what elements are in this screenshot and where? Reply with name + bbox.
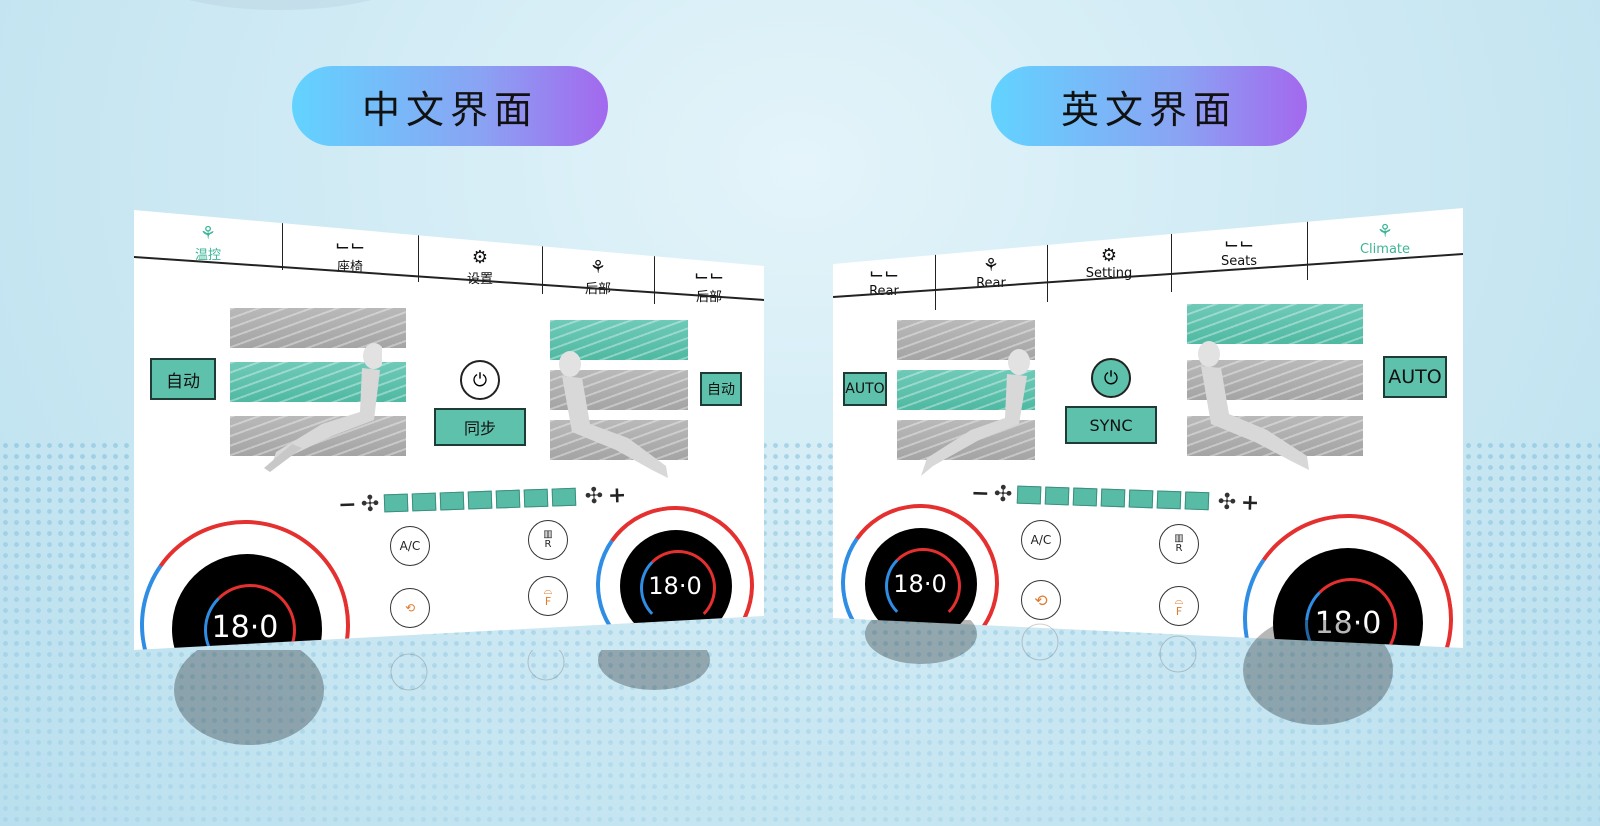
front-defrost-button[interactable]: ⌓F [528, 576, 568, 616]
ac-button[interactable]: A/C [1021, 520, 1061, 560]
temp-dial-right-inner-arc [1305, 578, 1397, 648]
fan-level-segment[interactable] [467, 490, 493, 510]
fan-level-segment[interactable] [411, 492, 437, 512]
temp-right-value: 18·0 [1314, 606, 1382, 641]
fan-plus-button[interactable]: + [1240, 489, 1260, 516]
fan-level-segment[interactable] [551, 487, 577, 507]
tab-settings[interactable]: ⚙ 设置 [418, 234, 543, 294]
tab-rear-seats[interactable]: ⌙⌙ Rear [833, 250, 936, 310]
rear-defrost-label: R [1175, 543, 1183, 554]
seat-figure-right [559, 351, 668, 478]
front-defrost-label: F [544, 595, 552, 608]
settings-icon: ⚙ [1100, 245, 1118, 266]
fan-level-segment[interactable] [523, 488, 549, 508]
temp-dial-right[interactable]: 18·0 [1226, 497, 1463, 648]
rear-person-icon: ⚘ [982, 255, 1000, 276]
tab-setting[interactable]: ⚙ Setting [1047, 232, 1172, 292]
rear-seats-icon: ⌙⌙ [868, 263, 900, 284]
background-ellipse [150, 0, 410, 10]
climate-screen-chinese: ⚘ 温控 ⌙⌙ 座椅 ⚙ 设置 ⚘ 后部 ⌙⌙ 后部 自动 [134, 210, 764, 650]
settings-icon: ⚙ [471, 247, 489, 268]
fan-minus-button[interactable]: − [970, 480, 990, 507]
tab-bar: ⚘ 温控 ⌙⌙ 座椅 ⚙ 设置 ⚘ 后部 ⌙⌙ 后部 [134, 210, 764, 305]
auto-button-right[interactable]: 自动 [700, 372, 742, 406]
power-icon: ⏻ [472, 369, 488, 391]
tab-rear[interactable]: ⚘ 后部 [542, 244, 655, 304]
temp-dial-left-inner-arc [885, 548, 961, 624]
fan-speed-control: − ✣ ✣ + [337, 482, 627, 518]
fan-plus-button[interactable]: + [607, 482, 627, 509]
header-english-ui: 英文界面 [991, 66, 1307, 146]
power-button[interactable]: ⏻ [1091, 358, 1131, 398]
fan-high-icon: ✣ [584, 483, 604, 509]
temp-left-value: 18·0 [211, 610, 279, 645]
sync-button[interactable]: SYNC [1065, 406, 1157, 444]
rear-defrost-button[interactable]: ▥R [1159, 524, 1199, 564]
recirculation-icon: ⟲ [1034, 590, 1048, 610]
tab-climate[interactable]: ⚘ 温控 [134, 210, 283, 270]
recirculation-icon: ⟲ [404, 601, 416, 615]
fan-low-icon: ✣ [360, 491, 380, 517]
auto-button-left[interactable]: 自动 [150, 358, 216, 400]
rear-defrost-label: R [544, 539, 552, 550]
tab-label: 后部 [695, 290, 722, 305]
fan-person-icon: ⚘ [1376, 221, 1394, 242]
front-defrost-icon: ⌓F [1174, 594, 1184, 618]
rear-defrost-icon: ▥R [543, 529, 553, 550]
fan-level-segment[interactable] [1044, 486, 1070, 506]
temp-dial-right-inner-arc [640, 550, 716, 626]
tab-label: Climate [1359, 242, 1411, 257]
tab-label: Seats [1220, 254, 1258, 269]
seats-icon: ⌙⌙ [1223, 233, 1255, 254]
recirculation-button[interactable]: ⟲ [1021, 580, 1061, 620]
fan-level-segment[interactable] [439, 491, 465, 511]
fan-person-icon: ⚘ [199, 223, 217, 244]
auto-button-left[interactable]: AUTO [843, 372, 887, 406]
header-chinese-ui: 中文界面 [292, 66, 608, 146]
power-button[interactable]: ⏻ [460, 360, 500, 400]
airflow-upper-left[interactable] [230, 308, 406, 348]
fan-high-icon: ✣ [1217, 489, 1237, 515]
fan-low-icon: ✣ [993, 481, 1013, 507]
fan-level-segment[interactable] [383, 493, 409, 513]
rear-defrost-button[interactable]: ▥R [528, 520, 568, 560]
fan-level-segment[interactable] [495, 489, 521, 509]
seats-icon: ⌙⌙ [334, 235, 366, 256]
recirculation-button[interactable]: ⟲ [390, 588, 430, 628]
rear-seats-icon: ⌙⌙ [693, 265, 725, 286]
fan-level-segment[interactable] [1100, 488, 1126, 508]
fan-level-segment[interactable] [1016, 485, 1042, 505]
front-defrost-label: F [1175, 605, 1183, 618]
tab-rear-seats[interactable]: ⌙⌙ 后部 [654, 252, 764, 312]
fan-minus-button[interactable]: − [337, 491, 357, 518]
fan-level-segment[interactable] [1072, 487, 1098, 507]
fan-level-segment[interactable] [1156, 490, 1182, 510]
temp-left-value: 18·0 [893, 570, 947, 598]
rear-defrost-icon: ▥R [1174, 533, 1184, 554]
climate-screen-english: ⌙⌙ Rear ⚘ Rear ⚙ Setting ⌙⌙ Seats ⚘ Clim… [833, 208, 1463, 648]
tab-rear[interactable]: ⚘ Rear [935, 242, 1048, 302]
airflow-upper-right[interactable] [1187, 304, 1363, 344]
tab-seats[interactable]: ⌙⌙ 座椅 [282, 222, 419, 282]
seat-figure-right [1198, 341, 1309, 470]
rear-person-icon: ⚘ [589, 257, 607, 278]
temp-dial-left[interactable]: 18·0 [134, 503, 367, 650]
power-icon: ⏻ [1103, 367, 1119, 389]
front-defrost-icon: ⌓F [543, 584, 553, 608]
fan-level-segment[interactable] [1128, 489, 1154, 509]
tab-label: 温控 [194, 248, 221, 263]
fan-level-segment[interactable] [1184, 491, 1210, 511]
front-defrost-button[interactable]: ⌓F [1159, 586, 1199, 626]
tab-climate[interactable]: ⚘ Climate [1307, 208, 1463, 268]
temp-right-value: 18·0 [648, 572, 702, 600]
fan-speed-control: − ✣ ✣ + [970, 480, 1260, 516]
seat-figure-left [921, 349, 1030, 476]
seat-figure-left [264, 343, 382, 472]
ac-button[interactable]: A/C [390, 526, 430, 566]
auto-button-right[interactable]: AUTO [1383, 356, 1447, 398]
tab-seats[interactable]: ⌙⌙ Seats [1171, 220, 1308, 280]
sync-button[interactable]: 同步 [434, 408, 526, 446]
